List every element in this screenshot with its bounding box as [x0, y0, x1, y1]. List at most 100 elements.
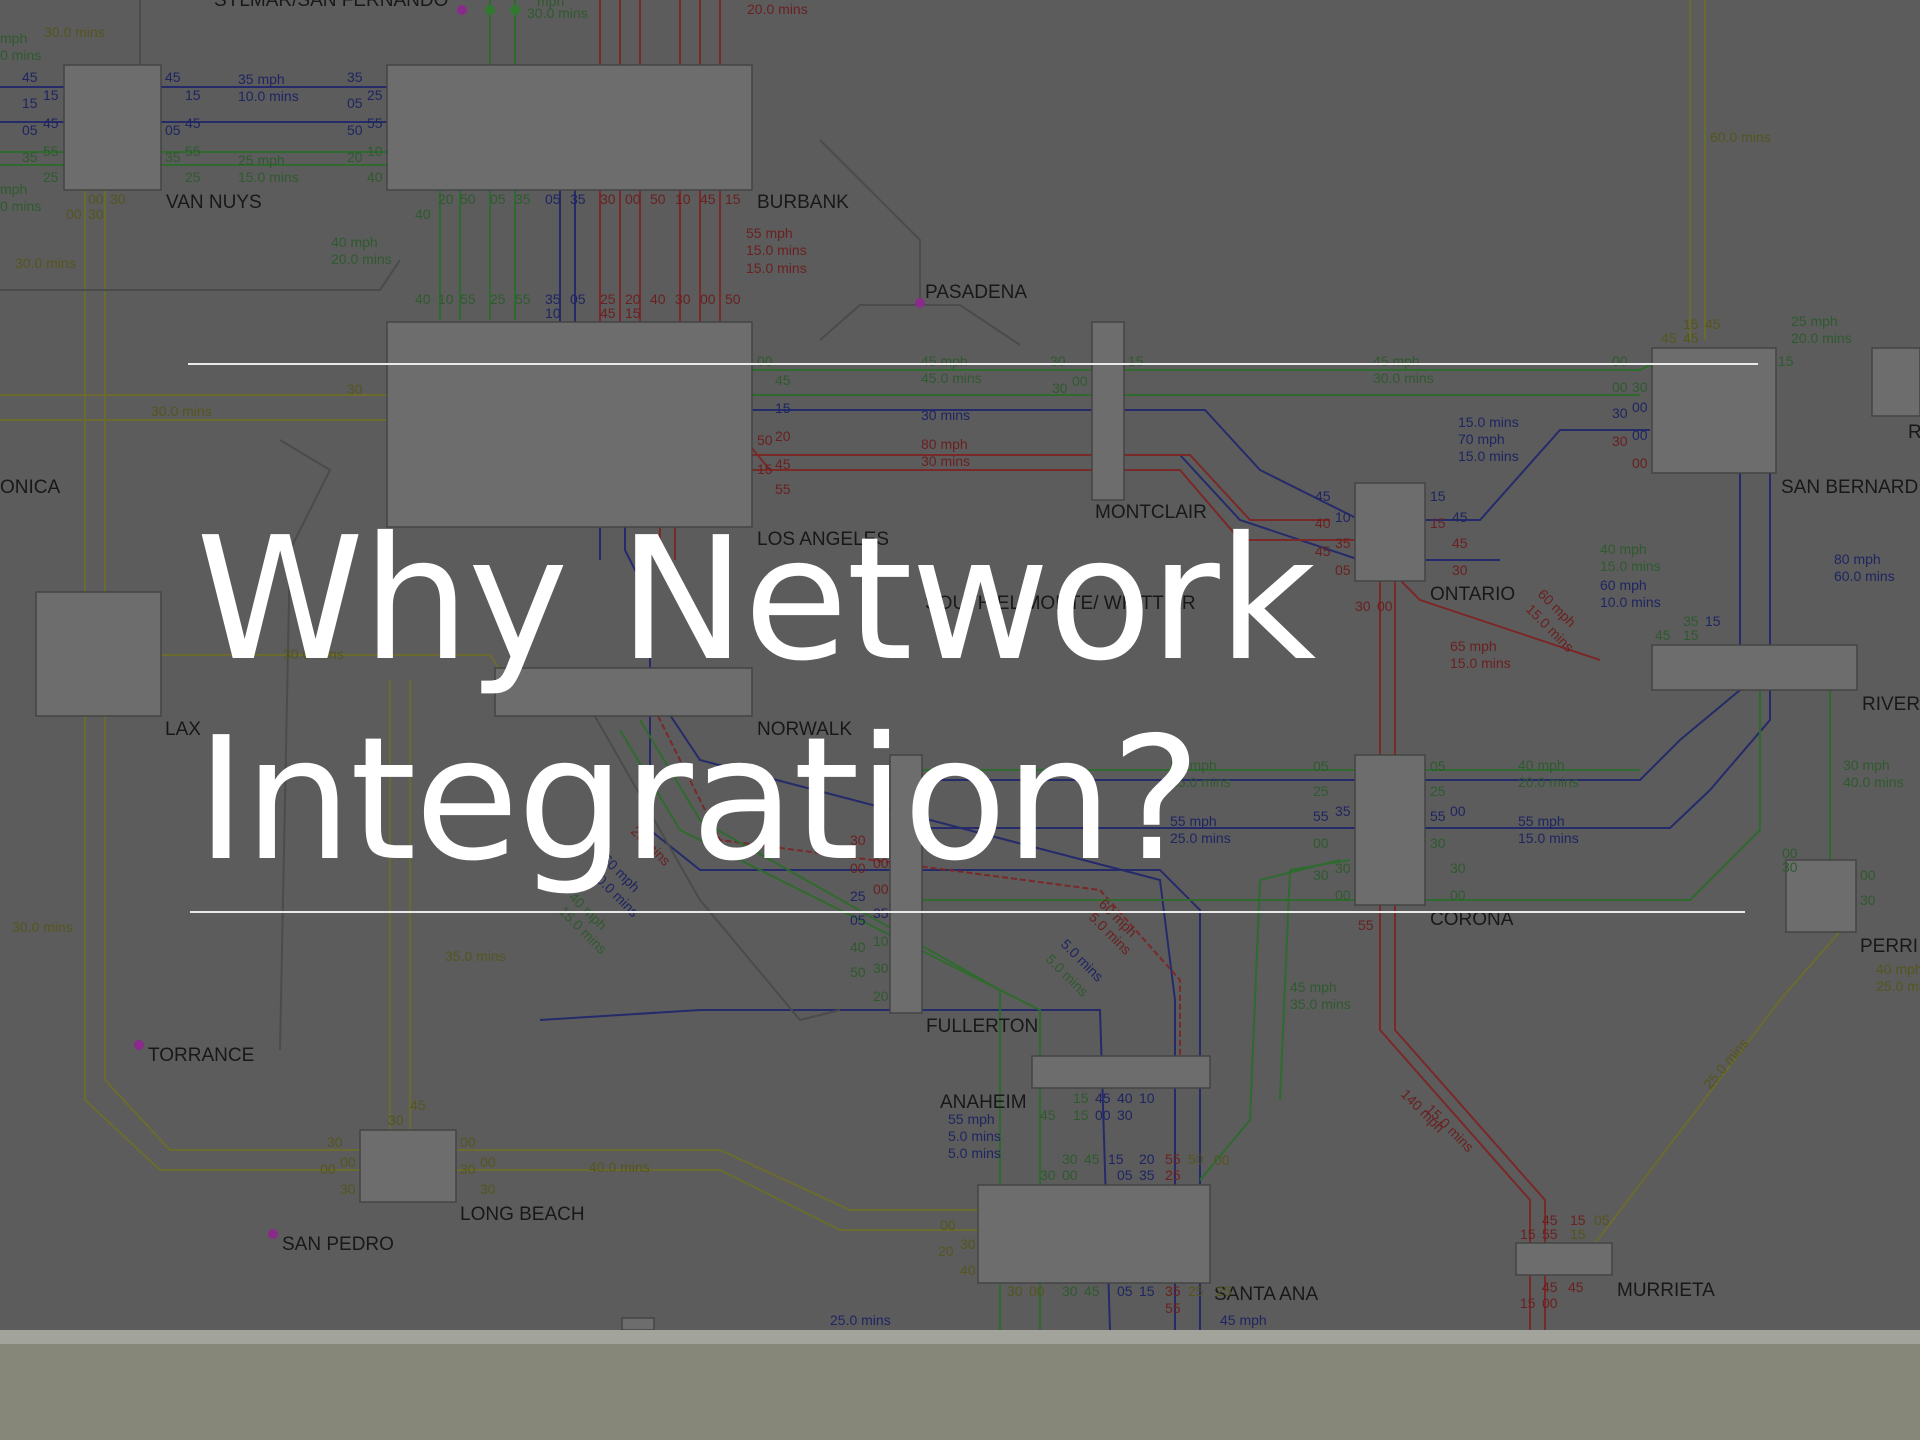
segment-annotation: mph [0, 30, 27, 46]
minute-label: 05 [1335, 562, 1351, 578]
minute-label: 20 [1139, 1151, 1155, 1167]
minute-label: 35 [1683, 613, 1699, 629]
minute-label: 25 [367, 87, 383, 103]
minute-label: 15 [1108, 1151, 1124, 1167]
minute-label: 25 [850, 888, 866, 904]
minute-label: 45 [1568, 1279, 1584, 1295]
minute-label: 20 [938, 1243, 954, 1259]
minute-label: 45 [43, 115, 59, 131]
station-box-montclair [1091, 321, 1125, 501]
rail-line [649, 699, 1181, 1080]
minute-label: 00 [1450, 803, 1466, 819]
segment-annotation: 35.0 mins [1290, 996, 1351, 1012]
minute-label: 55 [1165, 1300, 1181, 1316]
minute-label: 30 [1452, 562, 1468, 578]
minute-label: 05 [1117, 1167, 1133, 1183]
minute-label: 15 [1430, 488, 1446, 504]
minute-label: 25 [1313, 783, 1329, 799]
minute-label: 35 [1165, 1283, 1181, 1299]
rail-line [659, 699, 1176, 1330]
minute-label: 45 [775, 456, 791, 472]
minute-label: 15 [1430, 515, 1446, 531]
minute-label: 00 [1542, 1295, 1558, 1311]
minute-label: 45 [1095, 1090, 1111, 1106]
station-label: NORWALK [757, 719, 852, 740]
minute-label: 05 [165, 122, 181, 138]
segment-annotation: 10.0 mins [1600, 594, 1661, 610]
segment-annotation: 20.0 mins [1518, 774, 1579, 790]
minute-label: 35 [165, 149, 181, 165]
station-label: LONG BEACH [460, 1204, 585, 1225]
departure-minute-labels: 45 15 45 55 25 15 05 35 45 15 45 05 55 3… [22, 69, 1876, 1316]
station-box-ontario [1354, 482, 1426, 582]
minute-label: 15 [625, 305, 641, 321]
minute-label: 30 [1612, 405, 1628, 421]
rail-line [0, 259, 401, 291]
station-dot-torrance [134, 1040, 144, 1050]
minute-label: 55 [1430, 808, 1446, 824]
minute-label: 15 [1683, 627, 1699, 643]
minute-label: 25 [1188, 1283, 1204, 1299]
station-dot-pasadena [915, 298, 925, 308]
minute-label: 30 [1355, 598, 1371, 614]
minute-label: 30 [1062, 1151, 1078, 1167]
minute-label: 40 [1117, 1090, 1133, 1106]
minute-label: 30 [1117, 1107, 1133, 1123]
minute-label: 40 [960, 1262, 976, 1278]
segment-annotation: 55 mph [746, 225, 793, 241]
minute-label: 00 [1062, 1167, 1078, 1183]
rail-line [1199, 859, 1341, 1181]
segment-annotation: 25 mph [1791, 313, 1838, 329]
minute-label: 30 [388, 1112, 404, 1128]
segment-annotation: 55 mph [1518, 813, 1565, 829]
station-dot-sylmar-green-2 [510, 5, 520, 15]
minute-label: 30 [600, 191, 616, 207]
segment-annotation: 10.0 mins [238, 88, 299, 104]
segment-annotation: 40.0 mins [589, 1159, 650, 1175]
minute-label: 55 [775, 481, 791, 497]
map-background [0, 0, 1920, 1330]
minute-label: 00 [1214, 1152, 1230, 1168]
minute-label: 10 [873, 933, 889, 949]
minute-label: 45 [1542, 1279, 1558, 1295]
minute-label: 15 [1778, 353, 1794, 369]
minute-label: 00 [1313, 835, 1329, 851]
segment-annotation: 60.0 mins [1710, 129, 1771, 145]
rail-line [819, 304, 1021, 346]
minute-label: 00 [1632, 399, 1648, 415]
segment-annotation: 0 mins [0, 47, 41, 63]
station-box-corona [1354, 754, 1426, 906]
minute-label: 55 [460, 291, 476, 307]
segment-annotation: 35 mph [238, 71, 285, 87]
minute-label: 00 [1612, 379, 1628, 395]
minute-label: 50 [1188, 1151, 1204, 1167]
segment-annotation: 5.0 mins [948, 1145, 1001, 1161]
title-rule-top [188, 363, 1758, 365]
minute-label: 15 [1520, 1226, 1536, 1242]
segment-annotation: 80 mph [921, 436, 968, 452]
minute-label: 15 [22, 95, 38, 111]
segment-annotation: 40 mph [1876, 961, 1920, 977]
station-label: PASADENA [925, 282, 1027, 303]
minute-label: 45 [1683, 330, 1699, 346]
station-label: BURBANK [757, 192, 849, 213]
station-box-norwalk [494, 667, 753, 717]
minute-label: 00 [1335, 887, 1351, 903]
segment-annotation: 30 mins [921, 453, 970, 469]
station-label: CORONA [1430, 909, 1514, 930]
minute-label: 05 [490, 191, 506, 207]
minute-label: 30 [110, 191, 126, 207]
minute-label: 40 [850, 939, 866, 955]
minute-label: 25 [600, 291, 616, 307]
minute-label: 55 [185, 143, 201, 159]
minute-label: 05 [545, 191, 561, 207]
minute-label: 45 [600, 305, 616, 321]
station-label: RIVER [1862, 694, 1920, 715]
minute-label: 05 [570, 291, 586, 307]
station-dot-san-pedro [268, 1229, 278, 1239]
slide-title-line-2: Integration? [196, 701, 1201, 899]
minute-label: 25 [1430, 783, 1446, 799]
station-box-san-bernardino [1651, 347, 1777, 474]
minute-label: 10 [1335, 509, 1351, 525]
minute-label: 25 [43, 169, 59, 185]
